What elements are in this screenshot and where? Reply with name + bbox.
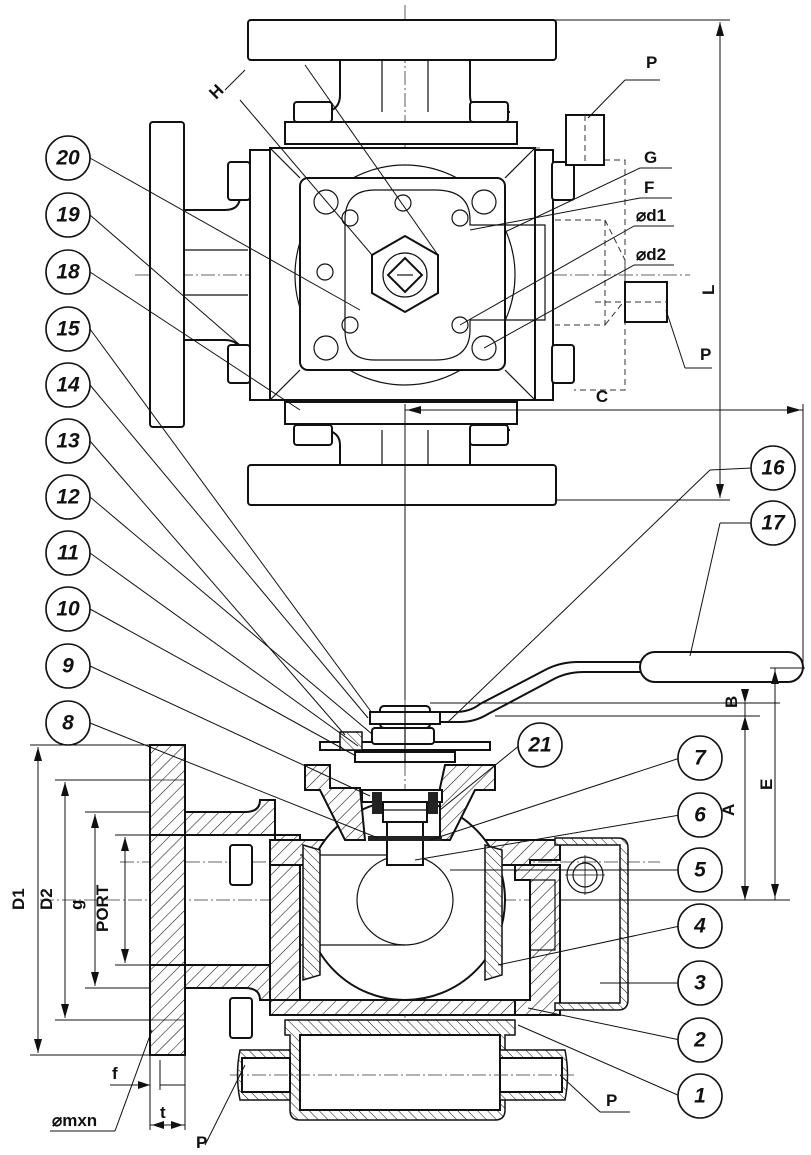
svg-text:3: 3 (694, 972, 706, 995)
callout-15: 15 (45, 306, 91, 352)
label-G: G (644, 148, 657, 167)
callout-20: 20 (45, 135, 91, 181)
label-P-right: P (700, 345, 711, 364)
plan-view (135, 5, 690, 506)
callout-6: 6 (677, 792, 723, 838)
section-view (40, 410, 804, 1121)
label-PORT: PORT (93, 884, 112, 932)
label-H: H (205, 81, 227, 103)
callout-9: 9 (45, 643, 91, 689)
label-d1: ⌀d1 (636, 206, 666, 225)
svg-text:13: 13 (56, 430, 80, 453)
svg-text:17: 17 (761, 512, 786, 535)
svg-text:7: 7 (694, 747, 707, 770)
plan-view-annotations: H G F ⌀d1 ⌀d2 P P L (205, 19, 730, 501)
callout-10: 10 (45, 586, 91, 632)
svg-text:16: 16 (761, 457, 785, 480)
label-P-bottom-left: P (196, 1133, 207, 1152)
callout-2: 2 (677, 1017, 723, 1063)
label-L: L (699, 285, 718, 295)
callout-12: 12 (45, 474, 91, 520)
label-P-top: P (646, 53, 657, 72)
svg-text:11: 11 (57, 542, 79, 565)
label-f: f (112, 1064, 118, 1083)
label-P-bottom-right: P (606, 1091, 617, 1110)
label-D1: D1 (9, 888, 28, 910)
callout-8: 8 (45, 700, 91, 746)
callout-17: 17 (750, 500, 796, 546)
callout-leaders (89, 157, 753, 1097)
callout-circles: 20 19 18 15 14 13 12 11 10 9 8 16 17 21 … (45, 135, 796, 1119)
svg-text:4: 4 (693, 915, 706, 938)
label-E: E (757, 779, 776, 790)
label-mxn: ⌀mxn (52, 1111, 97, 1130)
svg-text:2: 2 (693, 1029, 706, 1052)
callout-13: 13 (45, 418, 91, 464)
callout-3: 3 (677, 960, 723, 1006)
callout-7: 7 (677, 735, 723, 781)
label-A: A (719, 804, 738, 816)
label-D2: D2 (37, 888, 56, 910)
svg-text:19: 19 (56, 204, 80, 227)
callout-16: 16 (750, 445, 796, 491)
callout-1: 1 (677, 1073, 723, 1119)
callout-18: 18 (45, 249, 91, 295)
callout-11: 11 (45, 530, 91, 576)
svg-text:10: 10 (56, 598, 80, 621)
label-C: C (596, 387, 608, 406)
svg-text:1: 1 (694, 1085, 706, 1108)
svg-text:6: 6 (694, 804, 706, 827)
svg-text:14: 14 (56, 374, 80, 397)
svg-text:18: 18 (56, 261, 80, 284)
svg-text:8: 8 (62, 712, 74, 735)
svg-text:21: 21 (527, 734, 551, 757)
label-t: t (160, 1103, 166, 1122)
label-d2: ⌀d2 (636, 245, 666, 264)
svg-text:5: 5 (694, 859, 706, 882)
svg-text:20: 20 (55, 147, 80, 170)
label-F: F (644, 178, 654, 197)
label-B: B (722, 696, 741, 708)
svg-text:9: 9 (62, 655, 74, 678)
callout-21: 21 (517, 722, 563, 768)
svg-text:12: 12 (56, 486, 80, 509)
svg-text:15: 15 (56, 318, 80, 341)
callout-14: 14 (45, 362, 91, 408)
callout-19: 19 (45, 192, 91, 238)
label-g: g (67, 900, 86, 910)
callout-4: 4 (677, 903, 723, 949)
callout-5: 5 (677, 847, 723, 893)
section-view-annotations: C B A E D1 D2 g (9, 387, 805, 1152)
